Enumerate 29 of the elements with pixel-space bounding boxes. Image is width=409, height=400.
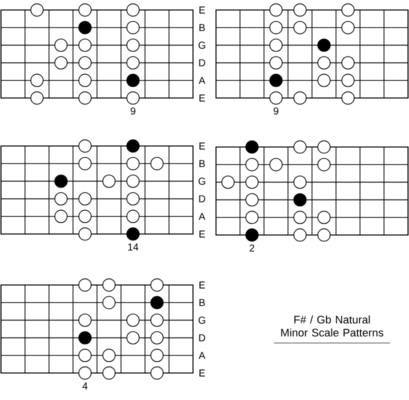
fret-number: 9 (130, 107, 136, 115)
string-name: D (199, 59, 206, 66)
fret-number: 4 (82, 382, 88, 390)
string-name: D (199, 334, 206, 342)
string-name: B (199, 24, 205, 32)
string-name: A (198, 352, 206, 359)
string-name: E (199, 282, 205, 288)
fretboard-drawing (0, 278, 194, 380)
string-name: G (198, 178, 206, 185)
string-name: E (199, 94, 205, 102)
string-name: B (199, 299, 205, 306)
fretboard-drawing (0, 139, 194, 241)
title: F# / Gb Natural Minor Scale Patterns (281, 315, 384, 337)
string-name: G (198, 316, 206, 324)
fretboard-drawing (216, 3, 408, 105)
fretboard-drawing (0, 3, 194, 105)
string-name: D (199, 195, 206, 202)
fret-number: 9 (274, 107, 278, 115)
string-name: A (198, 212, 206, 220)
fret-number: 14 (128, 244, 138, 250)
string-name: E (199, 6, 205, 14)
string-name: E (199, 230, 205, 238)
string-name: B (199, 160, 205, 168)
string-name: G (198, 42, 206, 49)
fretboard-drawing (216, 140, 408, 242)
string-name: E (199, 370, 205, 376)
string-name: E (199, 142, 205, 150)
string-name: A (198, 76, 206, 84)
fret-number: 2 (250, 244, 254, 252)
